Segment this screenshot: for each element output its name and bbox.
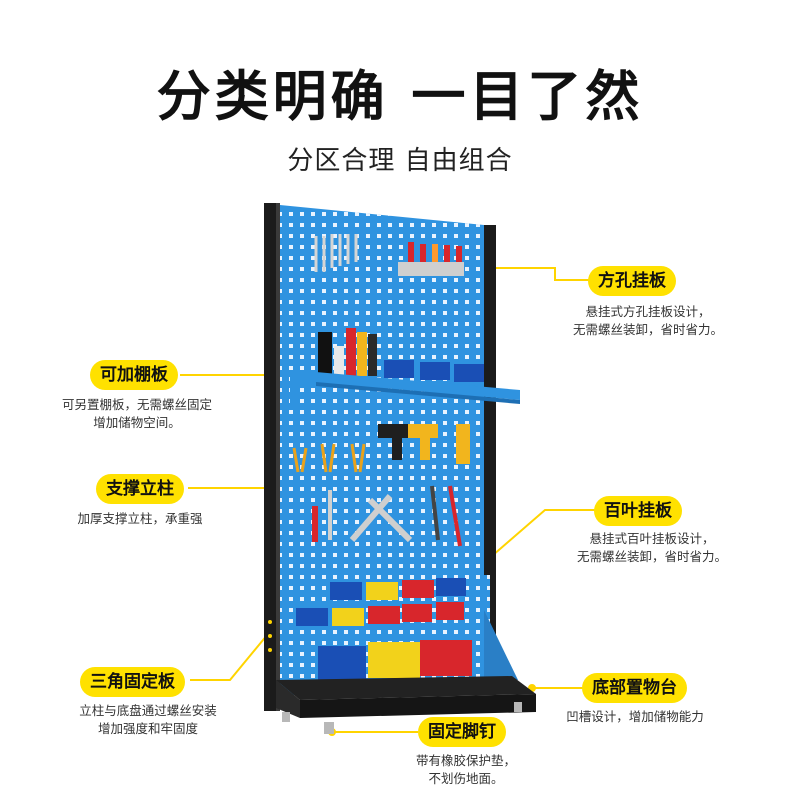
- bottom-tray: [276, 676, 536, 718]
- square-hole-board-label: 方孔挂板: [588, 266, 676, 296]
- add-shelf-label: 可加棚板: [90, 360, 178, 390]
- square-hole-board-desc-line1: 悬挂式方孔挂板设计，: [585, 304, 711, 319]
- add-shelf-desc-line2: 增加储物空间。: [93, 415, 181, 430]
- triangle-plate-desc: 立柱与底盘通过螺丝安装 增加强度和牢固度: [48, 702, 248, 738]
- add-shelf-desc: 可另置棚板，无需螺丝固定 增加储物空间。: [42, 396, 232, 432]
- louver-bins-row2: [296, 602, 464, 626]
- page-title: 分类明确 一目了然: [156, 65, 644, 128]
- large-bins: [318, 640, 472, 680]
- fixed-foot-desc-line1: 带有橡胶保护垫，: [415, 753, 516, 768]
- bottom-tray-label: 底部置物台: [582, 673, 687, 703]
- power-drills: [378, 424, 470, 464]
- bottles: [318, 328, 377, 378]
- fixed-foot-desc-line2: 不划伤地面。: [428, 771, 504, 786]
- pliers: [292, 443, 366, 473]
- louver-board-desc: 悬挂式百叶挂板设计， 无需螺丝装卸，省时省力。: [552, 530, 752, 566]
- shelf-bins: [384, 360, 484, 382]
- triangle-plate: [484, 610, 518, 680]
- hand-tools: [312, 485, 462, 547]
- louver-bins-row1: [330, 578, 466, 600]
- fixed-feet: [282, 702, 522, 734]
- screwdriver-set: [398, 242, 464, 276]
- support-column-label: 支撑立柱: [96, 474, 184, 504]
- fixed-foot-label: 固定脚钉: [418, 717, 506, 747]
- louver-board-desc-line1: 悬挂式百叶挂板设计，: [589, 531, 715, 546]
- square-hole-board-desc: 悬挂式方孔挂板设计， 无需螺丝装卸，省时省力。: [548, 303, 748, 339]
- bottom-tray-desc: 凹槽设计，增加储物能力: [540, 708, 730, 726]
- support-column-desc-line1: 加厚支撑立柱，承重强: [77, 511, 203, 526]
- wrench-set: [314, 234, 358, 272]
- louver-board-label: 百叶挂板: [594, 496, 682, 526]
- page-subtitle: 分区合理 自由组合: [287, 146, 513, 176]
- support-column-left: [264, 203, 280, 711]
- louver-board-desc-line2: 无需螺丝装卸，省时省力。: [576, 549, 727, 564]
- fixed-foot-desc: 带有橡胶保护垫， 不划伤地面。: [386, 752, 546, 788]
- add-shelf-desc-line1: 可另置棚板，无需螺丝固定: [61, 397, 212, 412]
- add-on-shelf: [290, 372, 520, 404]
- triangle-plate-desc-line1: 立柱与底盘通过螺丝安装: [79, 703, 217, 718]
- triangle-plate-label: 三角固定板: [80, 667, 185, 697]
- support-column-desc: 加厚支撑立柱，承重强: [50, 510, 230, 528]
- square-hole-board-desc-line2: 无需螺丝装卸，省时省力。: [572, 322, 723, 337]
- bottom-tray-desc-line1: 凹槽设计，增加储物能力: [566, 709, 704, 724]
- triangle-plate-desc-line2: 增加强度和牢固度: [97, 721, 198, 736]
